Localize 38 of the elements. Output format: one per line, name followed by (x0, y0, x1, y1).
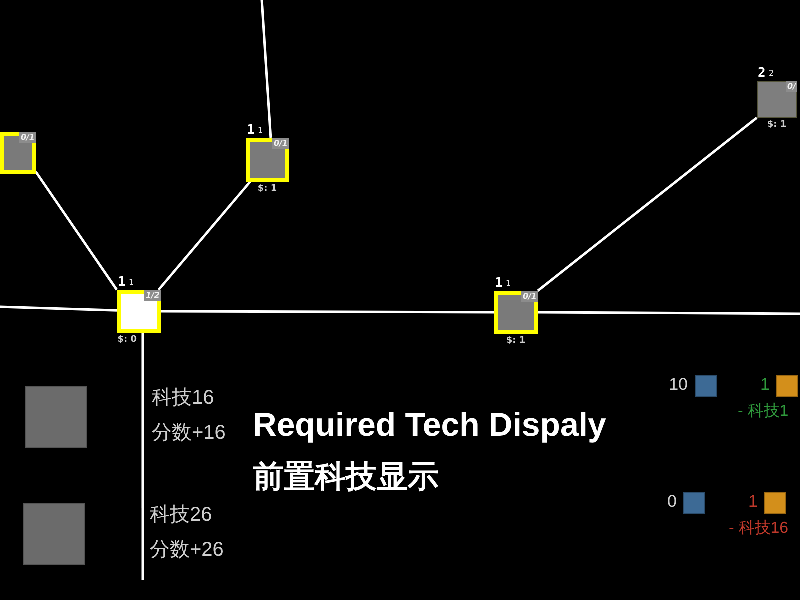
cost-label: $: 1 (766, 120, 788, 130)
resource-count: 0 (668, 492, 677, 512)
level-number: 1 (247, 123, 255, 138)
connector-line (260, 0, 272, 138)
progress-label: 0/1 (18, 132, 36, 143)
overlay-title: Required Tech Dispaly (253, 406, 606, 444)
overlay-caption: 前置科技显示 (253, 458, 439, 496)
tech-node (0, 132, 36, 174)
connector-line (161, 310, 494, 314)
progress-label: 0/ (786, 81, 797, 92)
progress-label: 0/1 (272, 138, 289, 149)
connector-line (34, 171, 118, 291)
level-number: 1 (495, 276, 503, 291)
level-count: 1 (129, 278, 134, 287)
connector-line (0, 306, 118, 312)
connector-line (537, 117, 758, 292)
progress-label: 0/1 (520, 291, 538, 302)
connector-line (538, 311, 800, 316)
requirement-text: - 科技16 (729, 520, 789, 538)
level-count: 1 (506, 279, 512, 288)
level-count: 2 (769, 69, 774, 78)
level-count: 1 (258, 126, 264, 135)
cost-label: $: 0 (118, 335, 137, 345)
connector-line (158, 181, 252, 291)
progress-label: 1/2 (144, 290, 161, 301)
tech-name: 科技26 (150, 504, 212, 527)
resource-count: 10 (669, 375, 688, 395)
requirement-text: - 科技1 (738, 403, 789, 422)
connector-line (142, 333, 144, 580)
score-bonus: 分数+16 (152, 422, 226, 445)
level-number: 1 (118, 275, 126, 290)
resource-count: 1 (748, 492, 758, 512)
tech-name: 科技16 (152, 387, 214, 410)
score-bonus: 分数+26 (150, 539, 224, 562)
level-number: 2 (758, 66, 766, 81)
cost-label: $: 1 (256, 184, 278, 194)
cost-label: $: 1 (505, 336, 527, 346)
resource-count: 1 (760, 375, 770, 395)
